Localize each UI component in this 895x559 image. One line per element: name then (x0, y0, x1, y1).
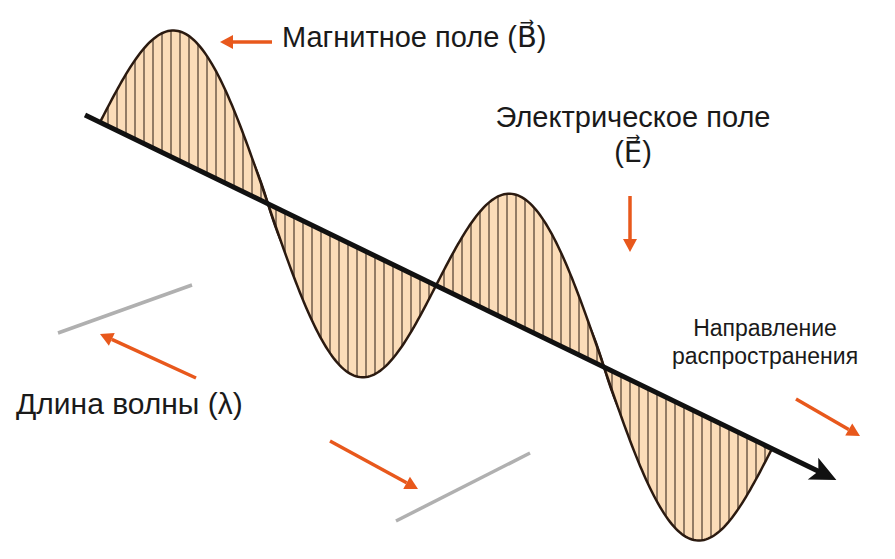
hatch-line (234, 110, 235, 187)
hatch-line (171, 31, 172, 157)
wavelength-marker (58, 285, 192, 333)
hatch-line (756, 441, 757, 479)
hatch-line (207, 56, 208, 174)
hatch-line (552, 234, 553, 341)
hatch-line (738, 432, 739, 509)
wavelength-marker (396, 453, 530, 521)
hatch-line (225, 89, 226, 183)
hatch-line (621, 375, 622, 416)
hatch-line (357, 247, 358, 376)
hatch-line (471, 223, 472, 302)
magnetic-curve (100, 30, 268, 203)
hatch-line (630, 380, 631, 441)
hatch-line (534, 208, 535, 334)
hatch-line (684, 406, 685, 536)
magnetic-lobe (268, 204, 436, 377)
magnetic-lobe (604, 367, 772, 540)
hatch-line (639, 384, 640, 463)
hatch-line (453, 253, 454, 294)
hatch-line (162, 33, 163, 152)
magnetic-curve (436, 194, 604, 367)
hatch-line (498, 196, 499, 315)
hatch-line (648, 388, 649, 483)
hatch-line (729, 428, 730, 522)
orange-arrowhead (220, 35, 233, 49)
hatch-line (198, 44, 199, 170)
magnetic-lobe-fill (436, 194, 604, 367)
magnetic-lobe-fill (604, 367, 772, 540)
hatch-line (252, 158, 253, 196)
hatch-line (402, 269, 403, 346)
axis-arrowhead (808, 458, 837, 480)
electric-field-label: Электрическое поле (E⃗) (488, 100, 778, 170)
hatch-line (294, 217, 295, 278)
hatch-line (570, 273, 571, 350)
hatch-line (243, 133, 244, 192)
hatch-line (507, 194, 508, 320)
hatch-line (153, 39, 154, 148)
orange-arrow (330, 441, 407, 483)
hatch-line (303, 221, 304, 300)
hatch-line (588, 321, 589, 359)
hatch-line (393, 265, 394, 359)
hatch-line (561, 253, 562, 347)
propagation-label: Направление распространения (640, 315, 890, 370)
hatch-line (366, 251, 367, 377)
hatch-line (312, 225, 313, 320)
hatch-line (579, 296, 580, 355)
hatch-line (489, 202, 490, 311)
hatch-line (516, 195, 517, 325)
hatch-line (126, 74, 127, 135)
orange-arrowhead (845, 423, 860, 436)
hatch-line (666, 397, 667, 516)
hatch-line (693, 410, 694, 539)
magnetic-lobe-fill (268, 204, 436, 377)
orange-arrow (233, 40, 272, 44)
hatch-line (720, 423, 721, 530)
hatch-line (462, 237, 463, 298)
magnetic-curve (268, 204, 436, 377)
hatch-line (135, 60, 136, 139)
hatch-line (321, 230, 322, 339)
hatch-line (480, 212, 481, 307)
hatch-line (711, 419, 712, 537)
magnetic-lobe (436, 194, 604, 367)
orange-arrowhead (623, 239, 637, 252)
hatch-line (675, 402, 676, 528)
hatch-line (657, 393, 658, 502)
hatch-line (285, 212, 286, 253)
hatch-line (420, 278, 421, 316)
hatch-line (543, 219, 544, 337)
hatch-line (117, 90, 118, 131)
hatch-line (330, 234, 331, 353)
orange-arrowhead (100, 333, 115, 346)
magnetic-lobe-fill (100, 30, 268, 203)
hatch-line (384, 260, 385, 367)
hatch-line (348, 243, 349, 373)
orange-arrowhead (403, 477, 418, 489)
hatch-line (702, 415, 703, 541)
hatch-line (747, 437, 748, 496)
magnetic-field-label: Магнитное поле (B⃗) (282, 20, 642, 55)
orange-arrow (796, 399, 849, 429)
magnetic-curve (604, 367, 772, 540)
hatch-line (411, 273, 412, 332)
orange-arrow (628, 196, 632, 239)
hatch-line (216, 71, 217, 178)
hatch-line (144, 48, 145, 143)
magnetic-lobe (100, 30, 268, 203)
wavelength-label: Длина волны (λ) (16, 386, 316, 422)
hatch-line (375, 256, 376, 374)
hatch-line (180, 32, 181, 162)
hatch-line (189, 36, 190, 165)
hatch-line (339, 238, 340, 364)
orange-arrow (112, 339, 196, 378)
hatch-line (525, 199, 526, 328)
